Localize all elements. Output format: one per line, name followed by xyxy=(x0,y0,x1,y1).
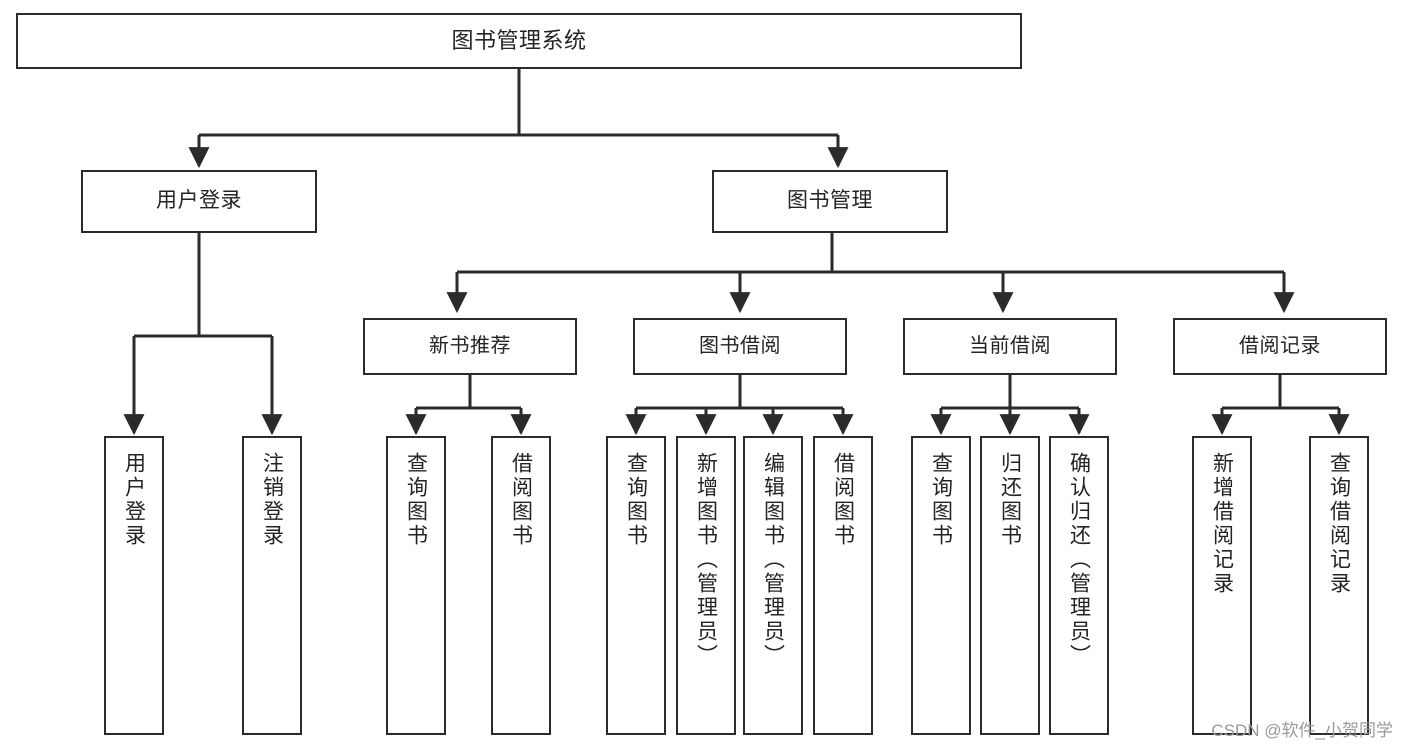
node-leaf-user-login-label: 用户登录 xyxy=(122,452,146,548)
node-leaf-borrow-lend[interactable]: 借阅图书 xyxy=(813,436,873,735)
node-leaf-record-query-label: 查询借阅记录 xyxy=(1327,452,1351,596)
node-book-borrow-label: 图书借阅 xyxy=(699,334,781,357)
node-borrow-record-label: 借阅记录 xyxy=(1239,334,1321,357)
node-leaf-current-confirm[interactable]: 确认归还（管理员） xyxy=(1049,436,1109,735)
node-leaf-record-query[interactable]: 查询借阅记录 xyxy=(1309,436,1369,735)
node-book-management[interactable]: 图书管理 xyxy=(712,170,948,233)
node-leaf-newbook-borrow[interactable]: 借阅图书 xyxy=(491,436,551,735)
node-leaf-borrow-query[interactable]: 查询图书 xyxy=(606,436,666,735)
node-leaf-borrow-edit-label: 编辑图书（管理员） xyxy=(761,452,785,668)
node-leaf-newbook-borrow-label: 借阅图书 xyxy=(509,452,533,548)
watermark-text: CSDN @软件_小贺同学 xyxy=(1211,721,1393,740)
node-leaf-borrow-add-label: 新增图书（管理员） xyxy=(694,452,718,668)
node-leaf-borrow-add[interactable]: 新增图书（管理员） xyxy=(676,436,736,735)
node-book-borrow[interactable]: 图书借阅 xyxy=(633,318,847,375)
node-root[interactable]: 图书管理系统 xyxy=(16,13,1022,69)
node-leaf-borrow-query-label: 查询图书 xyxy=(624,452,648,548)
node-user-login-label: 用户登录 xyxy=(156,189,242,213)
node-leaf-user-login[interactable]: 用户登录 xyxy=(104,436,164,735)
node-leaf-borrow-lend-label: 借阅图书 xyxy=(831,452,855,548)
node-current-borrow[interactable]: 当前借阅 xyxy=(903,318,1117,375)
node-leaf-current-return-label: 归还图书 xyxy=(998,452,1022,548)
node-leaf-current-query[interactable]: 查询图书 xyxy=(911,436,971,735)
node-user-login[interactable]: 用户登录 xyxy=(81,170,317,233)
node-root-label: 图书管理系统 xyxy=(451,28,587,54)
node-leaf-record-add[interactable]: 新增借阅记录 xyxy=(1192,436,1252,735)
node-current-borrow-label: 当前借阅 xyxy=(969,334,1051,357)
node-leaf-current-return[interactable]: 归还图书 xyxy=(980,436,1040,735)
node-leaf-current-confirm-label: 确认归还（管理员） xyxy=(1067,452,1091,668)
node-leaf-newbook-query[interactable]: 查询图书 xyxy=(386,436,446,735)
node-borrow-record[interactable]: 借阅记录 xyxy=(1173,318,1387,375)
node-leaf-record-add-label: 新增借阅记录 xyxy=(1210,452,1234,596)
node-leaf-newbook-query-label: 查询图书 xyxy=(404,452,428,548)
node-leaf-user-logout-label: 注销登录 xyxy=(260,452,284,548)
node-new-book-recommend-label: 新书推荐 xyxy=(429,334,511,357)
node-book-management-label: 图书管理 xyxy=(787,189,873,213)
node-leaf-borrow-edit[interactable]: 编辑图书（管理员） xyxy=(743,436,803,735)
node-leaf-current-query-label: 查询图书 xyxy=(929,452,953,548)
node-new-book-recommend[interactable]: 新书推荐 xyxy=(363,318,577,375)
node-leaf-user-logout[interactable]: 注销登录 xyxy=(242,436,302,735)
